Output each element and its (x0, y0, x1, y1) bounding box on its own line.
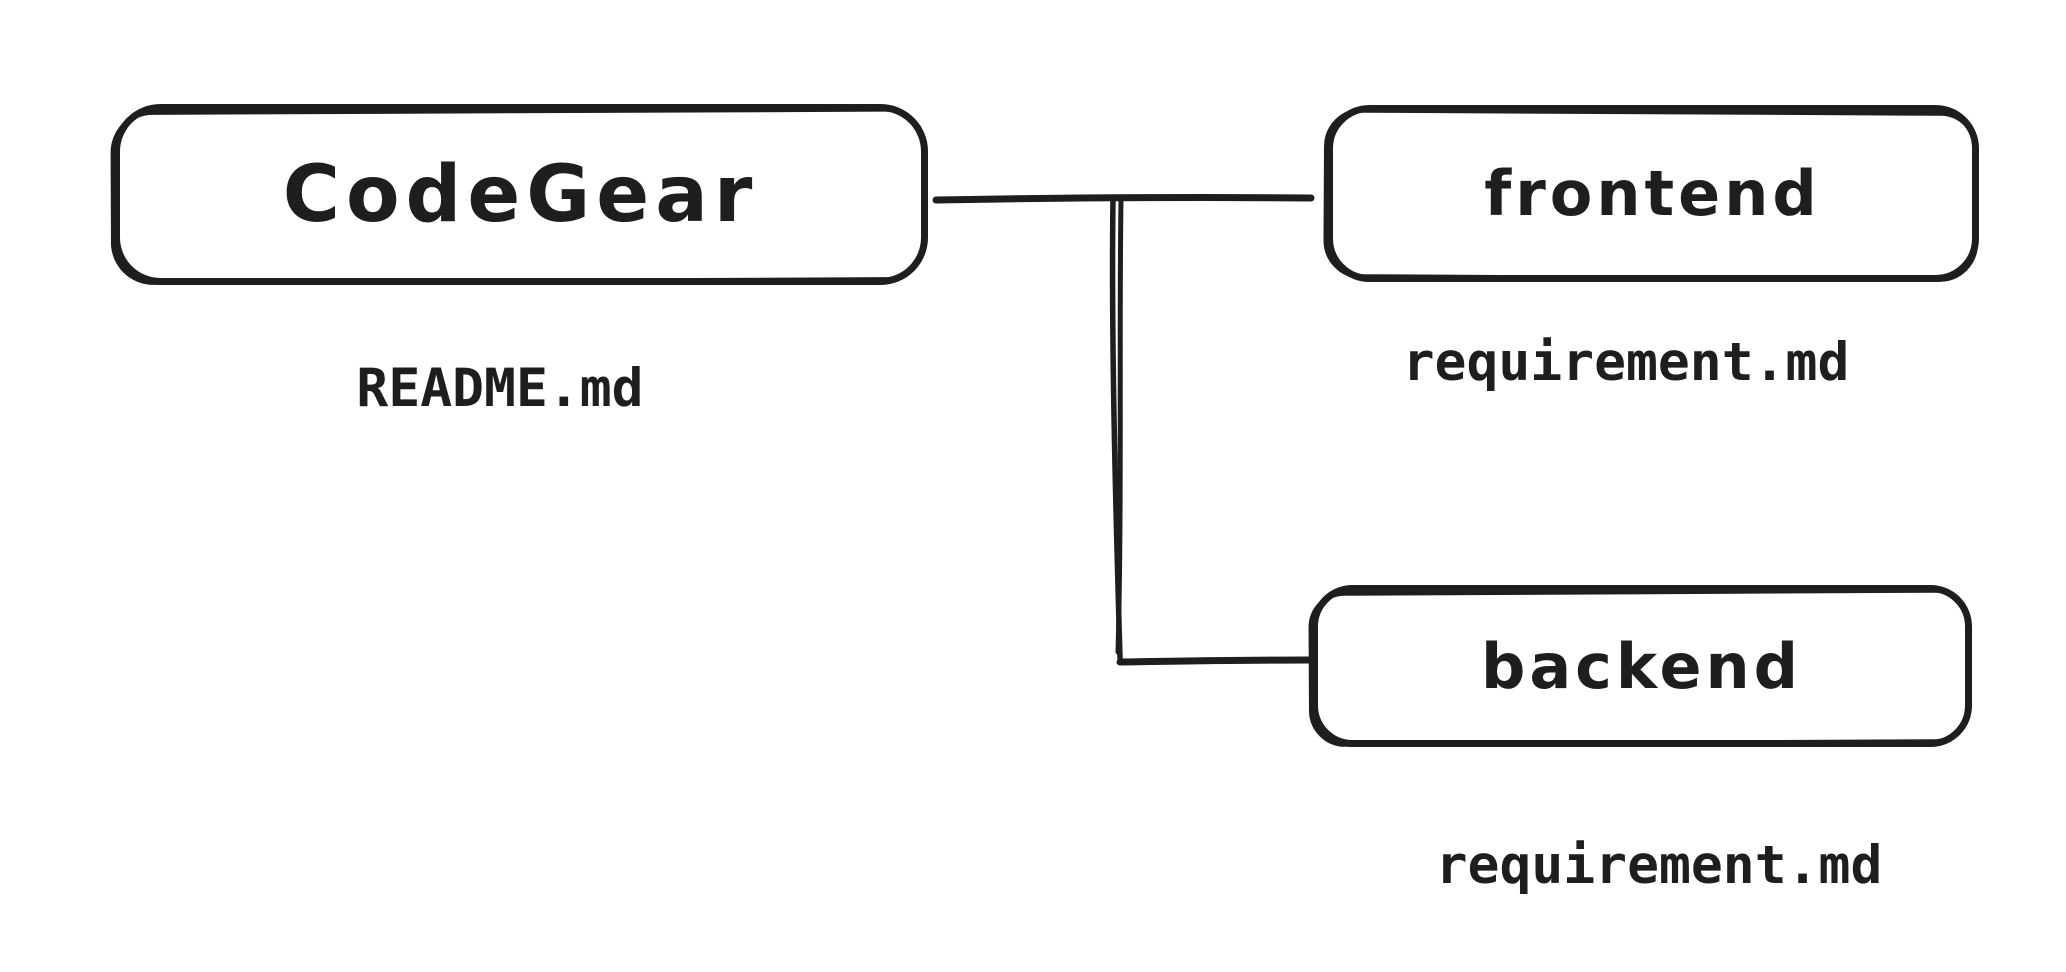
node-box-frontend-sketch-stroke (1323, 108, 1979, 282)
edge-codegear-frontend (932, 194, 1315, 204)
edge-codegear-backend-horizontal (1116, 656, 1313, 666)
node-box-codegear (113, 104, 928, 285)
node-box-frontend (1326, 105, 1979, 282)
edge-codegear-backend-vertical-stroke-2 (1115, 198, 1124, 655)
node-box-backend (1311, 585, 1972, 747)
node-box-backend-sketch-stroke (1308, 588, 1972, 747)
node-box-codegear-sketch-stroke (110, 107, 928, 285)
